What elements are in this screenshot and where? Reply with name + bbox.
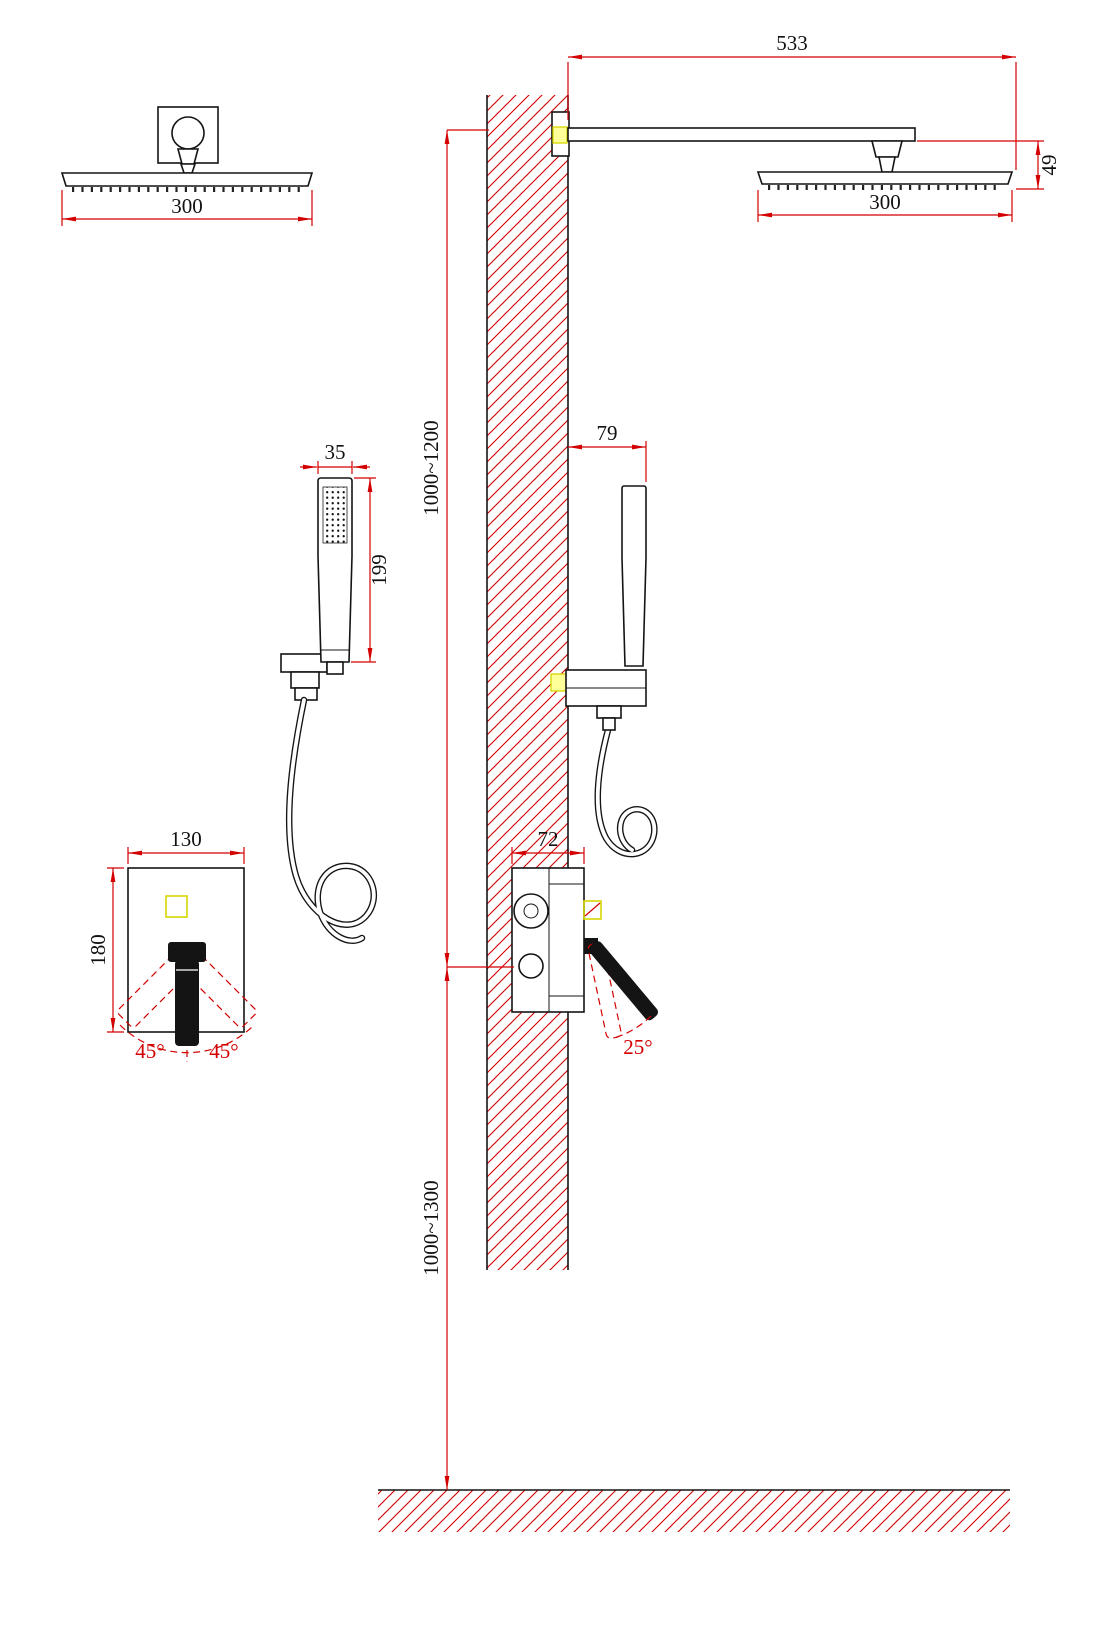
mixer-body-side (511, 867, 585, 1013)
shower-head-slab (60, 172, 314, 187)
arm-joint-circle (171, 116, 205, 150)
hose-nut-side (596, 705, 622, 719)
dim-label-plate-height: 180 (86, 934, 110, 966)
valve-port-top (513, 893, 549, 929)
dim-hand-offset: 79 (568, 421, 647, 482)
shower-arm (567, 127, 916, 142)
mixer-side-view: 25° (511, 867, 658, 1059)
dim-head-width-front: 300 (61, 190, 313, 226)
hand-shower-hose (285, 696, 378, 944)
handle-swing-arc (119, 1024, 255, 1054)
dim-label-hand-width: 35 (325, 440, 346, 464)
arm-ball-joint (870, 140, 904, 158)
dim-label-plate-width: 130 (170, 827, 202, 851)
dim-label-swing-right: 45° (209, 1039, 238, 1063)
stem-marker (583, 900, 602, 920)
handle-swing-right (182, 953, 257, 1028)
wall-anchor-marker (552, 126, 568, 144)
hose-stem-side (602, 717, 616, 731)
spray-face (322, 486, 348, 544)
mixer-handle-base (168, 942, 206, 962)
hand-shower-hose-inner (287, 698, 376, 943)
rain-shower-side-view (551, 111, 1014, 190)
handle-tilt-arc (613, 1015, 652, 1039)
dim-head-width-side: 300 (757, 190, 1013, 222)
arm-stem (878, 156, 896, 173)
shower-head-slab-side (756, 171, 1014, 185)
dim-plate-height: 180 (86, 867, 124, 1033)
dim-label-head-drop: 49 (1037, 155, 1061, 176)
dim-label-head-width-side: 300 (869, 190, 901, 214)
mixer-front-view: 45° 45° (117, 867, 257, 1063)
dim-label-hand-offset: 79 (597, 421, 618, 445)
dim-plate-width: 130 (127, 827, 245, 864)
dim-label-arm-length: 533 (776, 31, 808, 55)
dim-label-head-width-front: 300 (171, 194, 203, 218)
floor-section (378, 1489, 1010, 1532)
dim-label-mixer-depth: 72 (538, 827, 559, 851)
mixer-handle-lever (175, 960, 199, 1046)
holder-wall-marker (550, 673, 567, 692)
rain-shower-front-view (60, 106, 314, 192)
dim-hand-length: 199 (351, 477, 391, 663)
dim-head-drop: 49 (917, 140, 1061, 190)
dim-mixer-depth: 72 (511, 827, 585, 864)
dim-label-swing-left: 45° (135, 1039, 164, 1063)
dim-height-lower: 1000~1300 (419, 966, 514, 1490)
valve-port-top-inner (523, 903, 539, 919)
handle-swing-left (117, 953, 192, 1028)
dim-label-height-lower: 1000~1300 (419, 1180, 443, 1275)
head-stem (179, 163, 197, 174)
hand-shower-side-view (550, 485, 658, 858)
dim-height-upper: 1000~1200 (419, 129, 489, 967)
diverter-marker (165, 895, 188, 918)
dim-hand-width: 35 (300, 440, 370, 474)
floor-hatch (378, 1490, 1010, 1532)
stem-marker-hatch (584, 902, 601, 917)
holder-bracket-body (290, 671, 320, 689)
dim-label-height-upper: 1000~1200 (419, 420, 443, 515)
ball-joint (176, 148, 200, 165)
side-handle-lever (588, 941, 658, 1021)
hand-shower-wand-side (621, 485, 647, 667)
dim-arm-length: 533 (567, 31, 1017, 170)
wand-bottom-connector (326, 661, 344, 675)
valve-port-bottom (518, 953, 544, 979)
dim-label-hand-length: 199 (367, 554, 391, 586)
hand-shower-front-view (280, 477, 378, 944)
dim-label-tilt: 25° (623, 1035, 652, 1059)
hand-shower-hose-side-inner (595, 728, 657, 856)
